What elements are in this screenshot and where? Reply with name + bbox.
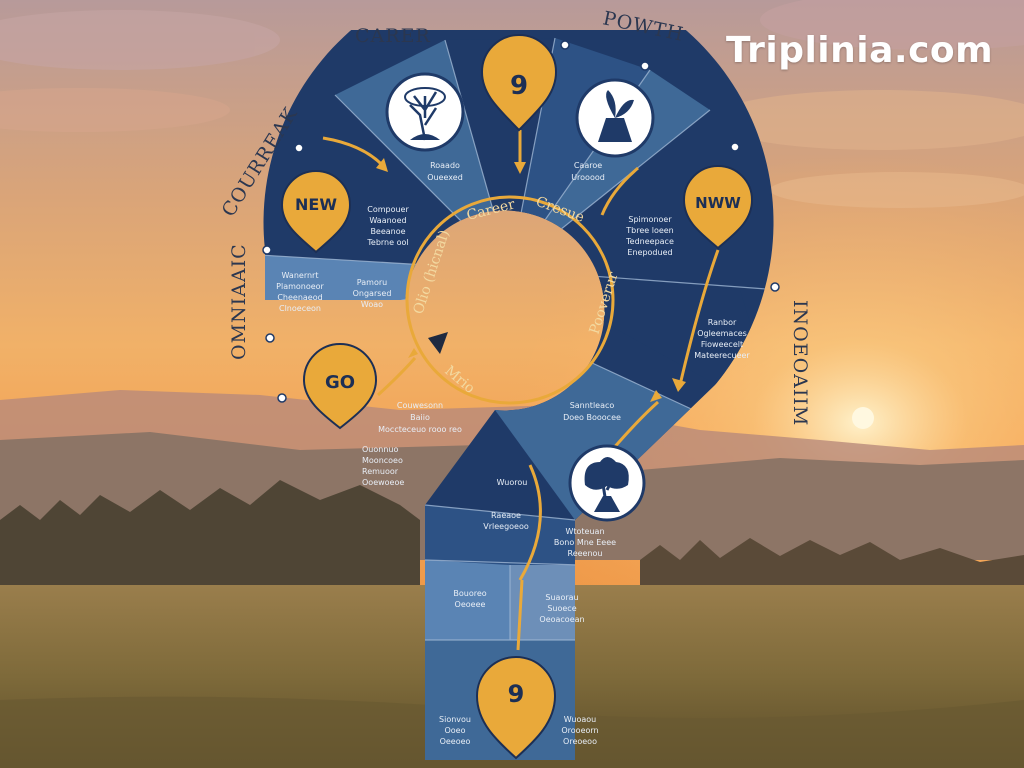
treeline-left — [0, 480, 420, 600]
treeline-right — [640, 538, 1024, 600]
pin-bottom: 9 — [475, 656, 557, 760]
tree-icon — [385, 72, 465, 152]
arrow-heads — [376, 158, 686, 402]
clouds — [0, 0, 1024, 208]
label-omniaaic: OMNIAAIC — [228, 243, 250, 360]
label-inoeoaiim: INOEOAIIM — [789, 300, 811, 426]
pin-top-label: 9 — [510, 71, 528, 101]
sprout-icon — [575, 78, 655, 158]
pin-go-label: GO — [325, 372, 355, 393]
pin-top: 9 — [480, 34, 558, 132]
seg-text: Wuorou — [497, 478, 528, 487]
pin-nww-label: NWW — [695, 194, 741, 212]
pin-new-label: NEW — [295, 195, 337, 214]
pin-go: GO — [302, 343, 378, 430]
tree-icon-bottom — [568, 444, 646, 522]
pin-new: NEW — [280, 170, 352, 254]
pin-bottom-label: 9 — [508, 680, 525, 708]
pin-nww: NWW — [682, 165, 754, 250]
label-carer: CARER — [355, 25, 431, 47]
site-watermark: Triplinia.com — [726, 30, 994, 71]
inner-ring — [405, 195, 615, 405]
sun — [852, 407, 874, 429]
inner-arrow — [428, 332, 448, 354]
edge-dots — [262, 40, 780, 403]
